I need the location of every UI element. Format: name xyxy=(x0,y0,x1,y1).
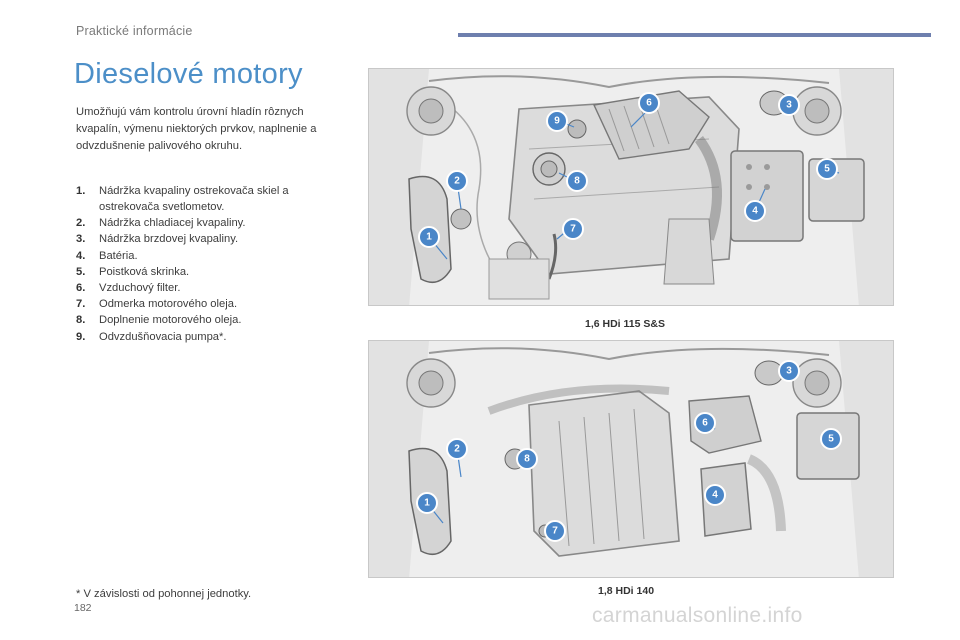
page-number: 182 xyxy=(74,602,92,614)
engine-bay-illustration: 1 2 3 4 5 6 7 8 xyxy=(369,341,893,577)
item-text: Batéria. xyxy=(99,249,138,262)
header-rule xyxy=(458,33,931,37)
item-number: 7. xyxy=(76,298,86,311)
marker-5: 5 xyxy=(816,158,838,180)
svg-text:8: 8 xyxy=(524,454,530,465)
marker-8: 8 xyxy=(566,170,588,192)
svg-text:2: 2 xyxy=(454,176,460,187)
svg-text:8: 8 xyxy=(574,176,580,187)
svg-text:4: 4 xyxy=(752,206,758,217)
item-number: 8. xyxy=(76,314,86,327)
footnote: * V závislosti od pohonnej jednotky. xyxy=(76,588,252,600)
item-text: Odmerka motorového oleja. xyxy=(99,298,238,311)
engine-photo-1-8-hdi: 1 2 3 4 5 6 7 8 xyxy=(368,340,894,578)
marker-6: 6 xyxy=(694,412,716,434)
intro-paragraph: Umožňujú vám kontrolu úrovní hladín rôzn… xyxy=(76,106,317,152)
svg-text:6: 6 xyxy=(646,98,652,109)
item-number: 6. xyxy=(76,281,86,294)
item-number: 2. xyxy=(76,217,86,230)
svg-text:2: 2 xyxy=(454,444,460,455)
svg-text:6: 6 xyxy=(702,418,708,429)
engine-bay-illustration: 1 2 3 4 5 6 7 8 9 xyxy=(369,69,893,305)
marker-2: 2 xyxy=(446,170,468,192)
figure-caption-1-6-hdi: 1,6 HDi 115 S&S xyxy=(585,318,665,330)
svg-text:9: 9 xyxy=(554,116,560,127)
marker-2: 2 xyxy=(446,438,468,460)
item-text: Nádržka brzdovej kvapaliny. xyxy=(99,233,239,246)
marker-4: 4 xyxy=(744,200,766,222)
item-text: Nádržka kvapaliny ostrekovača skiel a os… xyxy=(99,185,289,213)
marker-4: 4 xyxy=(704,484,726,506)
svg-text:3: 3 xyxy=(786,366,792,377)
figure-caption-1-8-hdi: 1,8 HDi 140 xyxy=(598,585,655,597)
item-text: Doplnenie motorového oleja. xyxy=(99,314,242,327)
list-item: 7. Odmerka motorového oleja. xyxy=(76,296,346,312)
list-item: 1. Nádržka kvapaliny ostrekovača skiel a … xyxy=(76,183,346,215)
list-item: 9. Odvzdušňovacia pumpa*. xyxy=(76,329,346,345)
page-title: Dieselové motory xyxy=(74,58,303,90)
svg-text:4: 4 xyxy=(712,490,718,501)
item-number: 5. xyxy=(76,265,86,278)
item-text: Vzduchový filter. xyxy=(99,281,181,294)
marker-1: 1 xyxy=(416,492,438,514)
marker-6: 6 xyxy=(638,92,660,114)
marker-7: 7 xyxy=(544,520,566,542)
item-text: Nádržka chladiacej kvapaliny. xyxy=(99,217,246,230)
item-text: Poistková skrinka. xyxy=(99,265,190,278)
list-item: 2. Nádržka chladiacej kvapaliny. xyxy=(76,215,346,231)
list-item: 3. Nádržka brzdovej kvapaliny. xyxy=(76,231,346,247)
list-item: 5. Poistková skrinka. xyxy=(76,264,346,280)
marker-7: 7 xyxy=(562,218,584,240)
item-text: Odvzdušňovacia pumpa*. xyxy=(99,330,227,343)
marker-3: 3 xyxy=(778,360,800,382)
svg-text:5: 5 xyxy=(824,164,830,175)
section-header: Praktické informácie xyxy=(76,24,193,38)
list-item: 6. Vzduchový filter. xyxy=(76,280,346,296)
marker-5: 5 xyxy=(820,428,842,450)
engine-photo-1-6-hdi: 1 2 3 4 5 6 7 8 9 xyxy=(368,68,894,306)
item-number: 3. xyxy=(76,233,86,246)
svg-text:7: 7 xyxy=(552,526,558,537)
item-number: 4. xyxy=(76,249,86,262)
marker-8: 8 xyxy=(516,448,538,470)
svg-text:1: 1 xyxy=(426,232,432,243)
marker-3: 3 xyxy=(778,94,800,116)
svg-text:5: 5 xyxy=(828,434,834,445)
svg-text:3: 3 xyxy=(786,100,792,111)
list-item: 8. Doplnenie motorového oleja. xyxy=(76,312,346,328)
list-item: 4. Batéria. xyxy=(76,248,346,264)
item-number: 9. xyxy=(76,330,86,343)
watermark: carmanualsonline.info xyxy=(592,604,803,627)
parts-list: 1. Nádržka kvapaliny ostrekovača skiel a … xyxy=(76,183,346,345)
marker-1: 1 xyxy=(418,226,440,248)
svg-text:1: 1 xyxy=(424,498,430,509)
marker-9: 9 xyxy=(546,110,568,132)
svg-text:7: 7 xyxy=(570,224,576,235)
item-number: 1. xyxy=(76,185,86,197)
